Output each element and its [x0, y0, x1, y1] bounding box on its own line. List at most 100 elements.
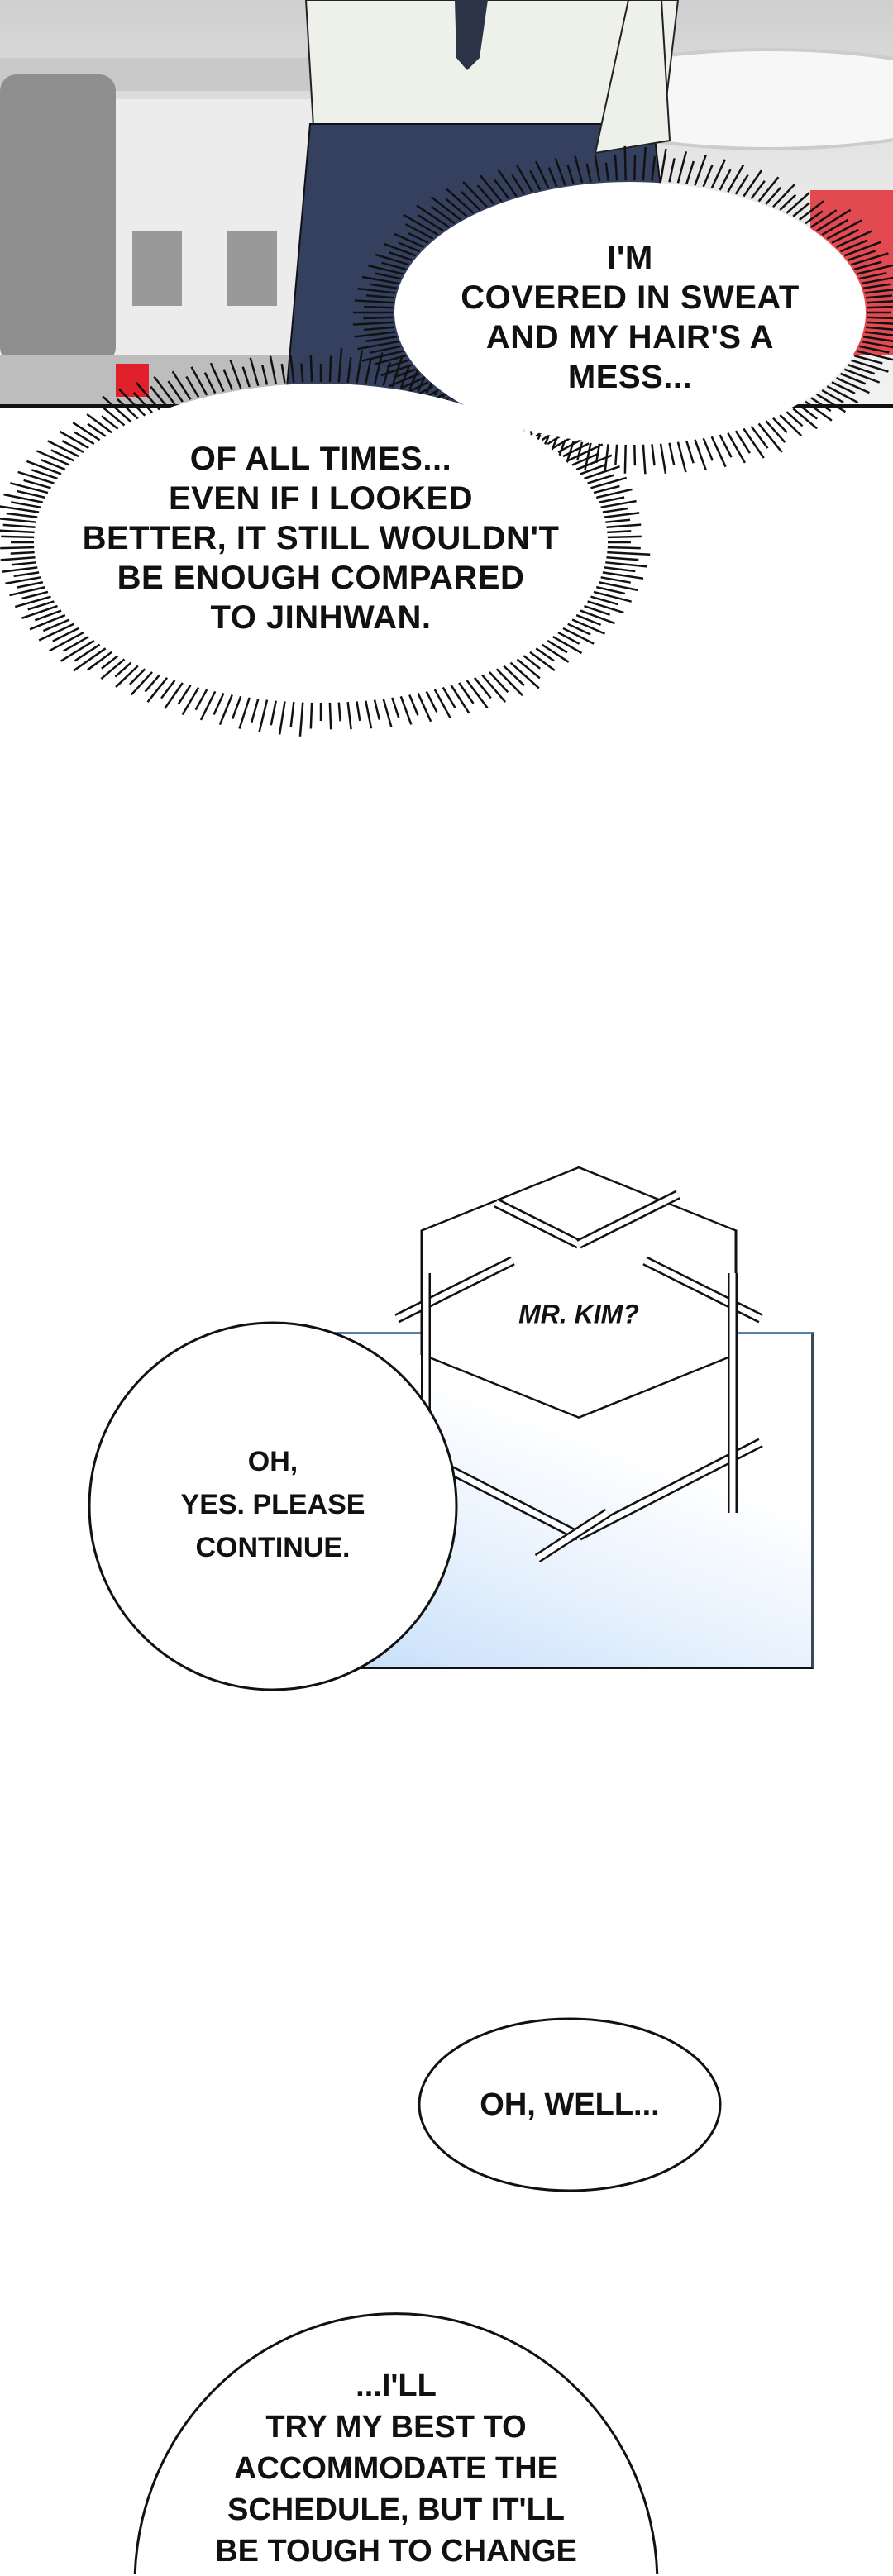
hex-frame — [394, 1190, 763, 1563]
spike-line — [417, 693, 432, 723]
spike-line — [2, 523, 36, 528]
spike-line — [843, 241, 881, 257]
spike-line — [357, 340, 399, 351]
spike-line — [840, 239, 868, 253]
dialogue-line: MESS... — [567, 359, 693, 395]
spike-line — [805, 210, 824, 225]
dialogue-line: OF ALL TIMES... — [189, 441, 452, 477]
spike-line — [309, 355, 313, 383]
spike-line — [734, 430, 751, 454]
spike-line — [598, 581, 638, 592]
spike-line — [0, 518, 36, 523]
spike-line — [50, 449, 74, 462]
spike-line — [34, 609, 62, 622]
spike-line — [101, 415, 119, 430]
spike-line — [595, 488, 633, 499]
spike-line — [298, 702, 304, 737]
spike-line — [381, 261, 407, 270]
spike-line — [633, 155, 637, 181]
spike-line — [826, 219, 863, 240]
spike-line — [702, 437, 714, 461]
spike-line — [21, 604, 58, 620]
spike-line — [862, 283, 891, 289]
dialogue-line: BETTER, IT STILL WOULDN'T — [82, 520, 560, 556]
spike-line — [382, 698, 393, 727]
spike-line — [445, 198, 468, 217]
spike-line — [602, 571, 644, 580]
dialogue-line: ACCOMMODATE THE — [234, 2451, 558, 2486]
spike-line — [209, 362, 225, 392]
hex-bubble-shape — [420, 1166, 738, 1419]
spike-line — [74, 431, 95, 446]
dialogue-line: BE ENOUGH COMPARED — [117, 560, 525, 596]
spike-line — [821, 389, 844, 403]
spike-line — [369, 345, 401, 355]
dialogue-line: SCHEDULE, BUT IT'LL — [227, 2493, 566, 2527]
spike-line — [593, 484, 620, 494]
big-bubble-text: ...I'LL TRY MY BEST TO ACCOMMODATE THE S… — [215, 2365, 577, 2572]
spike-line — [516, 658, 541, 680]
spike-line — [607, 551, 651, 556]
spike-line — [867, 316, 893, 320]
spike-line — [694, 439, 707, 470]
spike-line — [529, 651, 556, 671]
spike-line — [144, 674, 160, 693]
spike-line — [821, 218, 849, 236]
spike-line — [598, 496, 625, 503]
spike-line — [218, 694, 233, 726]
spike-line — [562, 442, 590, 458]
spike-line — [364, 305, 394, 309]
spike-line — [590, 476, 628, 489]
spike-line — [269, 355, 277, 384]
spike-line — [251, 698, 260, 723]
spike-line — [567, 443, 604, 462]
spike-line — [792, 408, 818, 430]
spike-line — [356, 350, 364, 384]
spike-line — [509, 661, 540, 689]
spike-line — [16, 489, 46, 499]
spike-line — [853, 260, 882, 270]
spike-line — [417, 214, 444, 232]
spike-line — [49, 631, 84, 652]
spike-line — [167, 380, 184, 403]
dialogue-line: I'M — [607, 240, 653, 276]
spike-line — [386, 359, 409, 368]
spike-line — [843, 368, 881, 384]
spike-line — [118, 388, 146, 417]
spike-line — [0, 505, 40, 513]
spike-line — [398, 241, 420, 253]
spike-line — [743, 169, 762, 198]
spike-line — [476, 184, 495, 205]
spike-line — [61, 440, 84, 454]
spike-line — [129, 668, 146, 685]
spike-line — [857, 264, 893, 275]
spike-line — [11, 561, 36, 566]
spike-line — [373, 352, 384, 385]
spike-line — [408, 694, 419, 716]
spike-line — [384, 242, 417, 257]
spike-line — [375, 253, 409, 266]
spike-line — [146, 677, 169, 703]
spike-line — [0, 556, 36, 561]
spike-line — [792, 202, 810, 217]
hex-frame-bar — [577, 1191, 680, 1247]
spike-line — [750, 180, 766, 200]
spike-line — [495, 668, 523, 697]
spike-line — [458, 682, 475, 704]
spike-line — [676, 441, 687, 473]
spike-line — [31, 469, 58, 480]
spike-line — [375, 272, 401, 280]
dialogue-line: COVERED IN SWEAT — [461, 279, 800, 316]
spike-line — [260, 365, 269, 385]
spike-line — [633, 444, 637, 466]
spike-line — [799, 200, 824, 221]
hex-frame-bar — [395, 1257, 514, 1322]
spike-line — [866, 294, 893, 299]
spike-line — [600, 576, 631, 584]
spike-line — [710, 436, 727, 468]
spike-line — [593, 590, 632, 603]
spike-line — [365, 294, 394, 299]
bubble-jinhwan-text: OF ALL TIMES... EVEN IF I LOOKED BETTER,… — [83, 439, 560, 637]
spike-line — [623, 145, 627, 181]
spike-line — [816, 393, 847, 413]
